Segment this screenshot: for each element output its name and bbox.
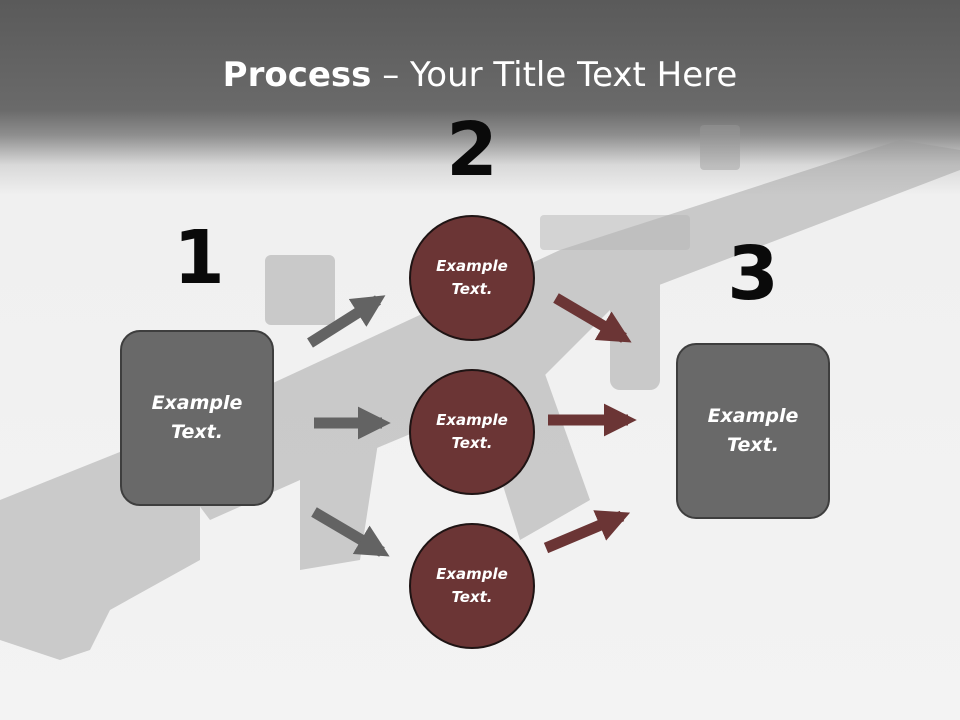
step-number-1: 1 — [173, 215, 225, 301]
arrow-top-to-step3 — [553, 293, 632, 343]
step-1-label-line1: Example — [151, 392, 243, 414]
circle-middle-label-line1: Example — [436, 411, 508, 429]
title-strong: Process — [222, 55, 372, 95]
step-2-circle-middle: Example Text. — [409, 369, 535, 495]
step-1-box: Example Text. — [120, 330, 274, 506]
circle-middle-label-line2: Text. — [451, 434, 493, 452]
step-3-label-line1: Example — [707, 405, 799, 427]
circle-bottom-label-line1: Example — [436, 565, 508, 583]
arrow-bottom-to-step3 — [543, 510, 631, 554]
title-rest: Your Title Text Here — [410, 55, 738, 95]
title-separator: – — [371, 55, 411, 95]
step-1-label-line2: Text. — [171, 421, 223, 443]
step-2-circle-top: Example Text. — [409, 215, 535, 341]
step-number-2: 2 — [446, 107, 498, 193]
step-3-label-line2: Text. — [727, 434, 779, 456]
arrow-step1-to-top — [307, 295, 386, 348]
circle-top-label-line2: Text. — [451, 280, 493, 298]
slide-title: Process – Your Title Text Here — [0, 52, 960, 98]
step-2-circle-bottom: Example Text. — [409, 523, 535, 649]
step-3-box: Example Text. — [676, 343, 830, 519]
circle-top-label-line1: Example — [436, 257, 508, 275]
circle-bottom-label-line2: Text. — [451, 588, 493, 606]
arrow-step1-to-bottom — [311, 507, 390, 557]
step-number-3: 3 — [727, 231, 779, 317]
